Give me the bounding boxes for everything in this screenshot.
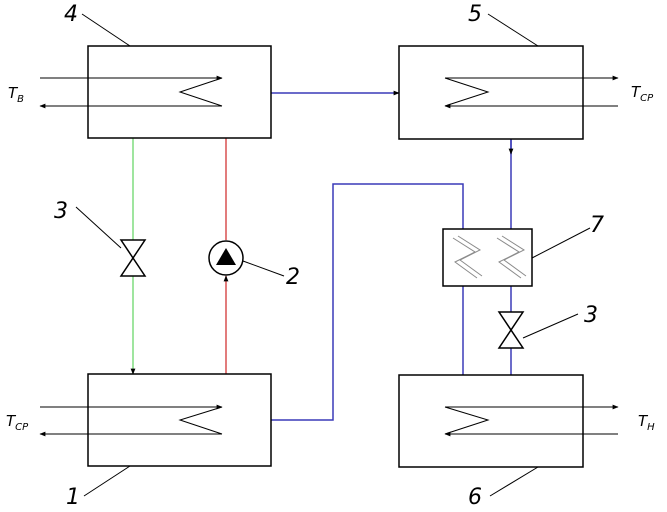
unit-2-number: 2 <box>286 265 300 290</box>
unit-4-number: 4 <box>64 2 78 27</box>
valve-right-leader <box>522 313 579 339</box>
pipe-1-to-7 <box>271 183 464 421</box>
unit-3-left-number: 3 <box>54 199 68 224</box>
valve-icon <box>119 239 147 277</box>
unit-4: 4 TB <box>8 2 272 139</box>
coil-icon <box>178 77 223 107</box>
unit-1: 1 TCP <box>6 373 272 510</box>
unit-5-number: 5 <box>468 2 482 27</box>
valve-left-leader <box>75 206 122 249</box>
unit-3-right-number: 3 <box>584 303 598 328</box>
heat-exchanger-icon <box>442 228 533 287</box>
valve-right: 3 <box>497 303 598 349</box>
pipes <box>130 90 514 421</box>
coil-icon <box>444 406 490 435</box>
valve-icon <box>497 311 525 349</box>
unit-6-box <box>398 374 584 468</box>
unit-1-leader <box>83 465 131 497</box>
unit-7-leader <box>531 227 591 259</box>
temp-tcp-bottom: TCP <box>6 412 29 433</box>
unit-6: 6 TH <box>398 374 655 510</box>
temp-tb: TB <box>8 84 24 105</box>
unit-7: 7 <box>442 213 604 287</box>
unit-5-leader <box>487 13 539 47</box>
temp-th: TH <box>638 412 655 433</box>
unit-6-leader <box>489 466 539 497</box>
unit-7-number: 7 <box>590 213 604 238</box>
unit-5-box <box>398 45 584 140</box>
coil-icon <box>178 406 223 435</box>
temp-tcp-top: TCP <box>631 83 654 104</box>
valve-left: 3 <box>54 199 147 277</box>
unit-6-number: 6 <box>468 485 482 510</box>
coil-icon <box>444 77 490 107</box>
pump-leader <box>242 260 285 277</box>
pump: 2 <box>208 240 300 290</box>
unit-5: 5 TCP <box>398 2 654 140</box>
unit-1-number: 1 <box>66 485 80 510</box>
heat-exchanger-hatch <box>452 235 527 279</box>
unit-4-leader <box>81 13 131 47</box>
pump-triangle <box>216 248 236 265</box>
